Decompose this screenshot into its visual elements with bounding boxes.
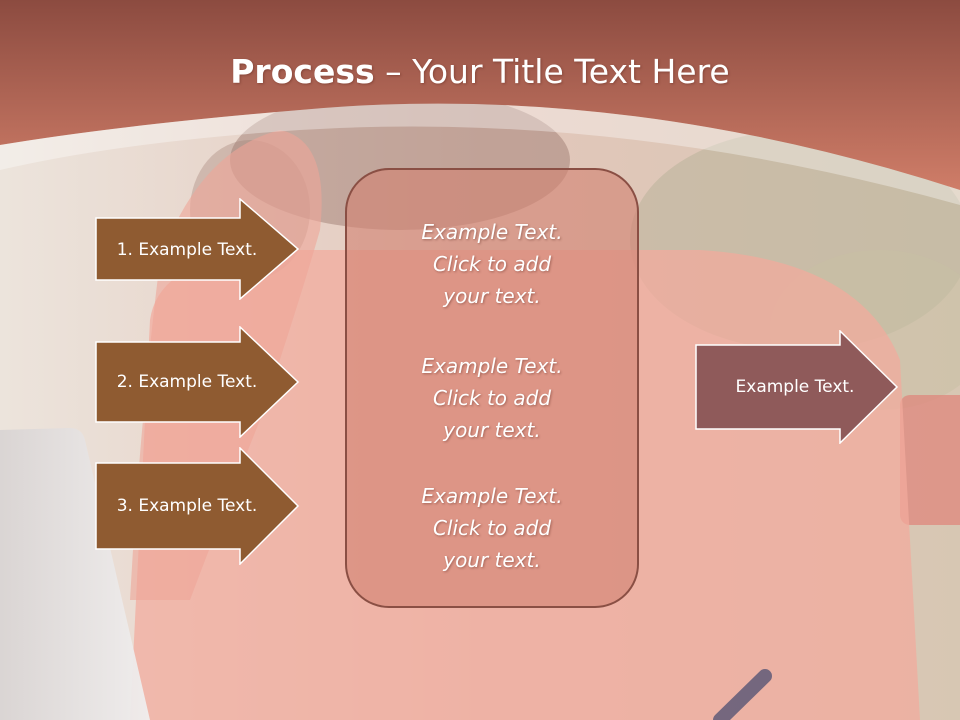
center-text-block-2[interactable]: Example Text. Click to add your text. bbox=[347, 350, 637, 446]
center-block-2-line-3: your text. bbox=[443, 418, 541, 442]
center-block-3-line-1: Example Text. bbox=[421, 484, 563, 508]
center-text-box[interactable]: Example Text. Click to add your text. Ex… bbox=[345, 168, 639, 608]
left-arrow-3-label[interactable]: 3. Example Text. bbox=[116, 496, 258, 516]
center-block-3-line-2: Click to add bbox=[432, 516, 552, 540]
title-bold: Process bbox=[230, 52, 375, 91]
right-arrow-shape[interactable] bbox=[695, 330, 899, 444]
slide-title[interactable]: Process – Your Title Text Here bbox=[0, 52, 960, 91]
right-arrow-label[interactable]: Example Text. bbox=[735, 377, 855, 397]
left-arrow-2-shape[interactable] bbox=[95, 326, 300, 438]
left-arrow-1-label[interactable]: 1. Example Text. bbox=[116, 240, 258, 260]
left-arrow-2-label[interactable]: 2. Example Text. bbox=[116, 372, 258, 392]
center-block-2-line-2: Click to add bbox=[432, 386, 552, 410]
center-block-1-line-2: Click to add bbox=[432, 252, 552, 276]
title-dash: – bbox=[374, 52, 413, 91]
center-text-block-1[interactable]: Example Text. Click to add your text. bbox=[347, 216, 637, 312]
center-block-1-line-1: Example Text. bbox=[421, 220, 563, 244]
center-block-2-line-1: Example Text. bbox=[421, 354, 563, 378]
left-arrow-1-shape[interactable] bbox=[95, 198, 300, 300]
center-text-block-3[interactable]: Example Text. Click to add your text. bbox=[347, 480, 637, 576]
center-block-3-line-3: your text. bbox=[443, 548, 541, 572]
left-arrow-3-shape[interactable] bbox=[95, 447, 300, 565]
title-rest: Your Title Text Here bbox=[412, 52, 730, 91]
center-block-1-line-3: your text. bbox=[443, 284, 541, 308]
